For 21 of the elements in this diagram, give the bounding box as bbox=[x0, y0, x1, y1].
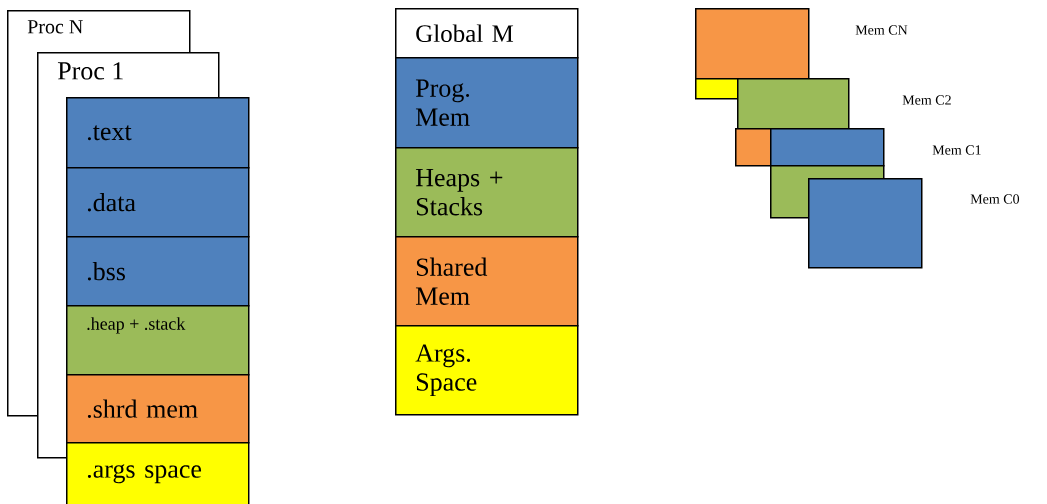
memory-segment: .args space bbox=[66, 442, 250, 504]
memory-block bbox=[695, 8, 810, 80]
memory-segment: Heaps + Stacks bbox=[395, 147, 579, 238]
memory-block bbox=[735, 128, 772, 167]
memory-segment: .heap + .stack bbox=[66, 305, 250, 376]
memory-segment: .text bbox=[66, 97, 250, 169]
memory-segment: .data bbox=[66, 167, 250, 238]
memory-label: Mem C1 bbox=[932, 145, 981, 155]
memory-block bbox=[695, 78, 739, 100]
memory-block bbox=[808, 178, 923, 269]
memory-label: Mem CN bbox=[855, 25, 908, 35]
memory-segment: Global M bbox=[395, 8, 579, 59]
memory-segment: .shrd mem bbox=[66, 374, 250, 444]
memory-label: Mem C2 bbox=[902, 95, 951, 105]
memory-block bbox=[737, 78, 850, 130]
memory-segment: .bss bbox=[66, 236, 250, 307]
memory-label: Mem C0 bbox=[970, 194, 1020, 204]
memory-block bbox=[770, 128, 885, 167]
memory-segment: Shared Mem bbox=[395, 236, 579, 327]
memory-segment: Prog. Mem bbox=[395, 57, 579, 149]
memory-segment: Args. Space bbox=[395, 325, 579, 416]
